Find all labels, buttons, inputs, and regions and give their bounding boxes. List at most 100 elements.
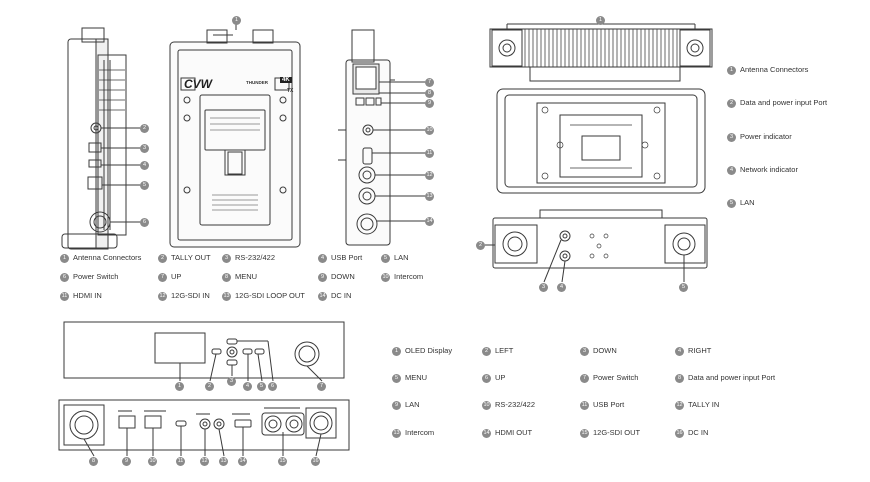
callout-number-badge: 2 xyxy=(140,123,149,133)
callout-number-badge: 9 xyxy=(318,272,327,282)
callout-number-badge: 3 xyxy=(539,282,548,292)
badge-4k: 4K xyxy=(280,77,292,83)
box-rear-view xyxy=(58,399,350,457)
callout-number-badge: 4 xyxy=(243,381,252,391)
callout-tx-left: 5 xyxy=(140,180,153,190)
callout-tx-left: 3 xyxy=(140,143,153,153)
callout-number-badge: 8 xyxy=(222,272,231,282)
callout-number-badge: 8 xyxy=(425,88,434,98)
legend-label: DC IN xyxy=(331,291,352,301)
rx-legend-item: 4 Network indicator xyxy=(727,165,798,175)
legend-label: TALLY OUT xyxy=(171,253,211,263)
legend-label: Data and power input Port xyxy=(740,98,828,108)
callout-number-badge: 11 xyxy=(60,291,69,301)
callout-number-badge: 1 xyxy=(175,381,184,391)
callout-number-badge: 12 xyxy=(200,456,209,466)
legend-label: HDMI IN xyxy=(73,291,102,301)
legend-label: Antenna Connectors xyxy=(740,65,809,75)
tx-rear-view xyxy=(169,24,301,248)
model-name: THUNDER xyxy=(246,80,268,85)
legend-label: UP xyxy=(495,373,506,383)
callout-number-badge: 11 xyxy=(580,400,589,410)
callout-number-badge: 15 xyxy=(278,456,287,466)
callout-number-badge: 11 xyxy=(425,148,434,158)
legend-label: DC IN xyxy=(688,428,709,438)
callout-number-badge: 9 xyxy=(425,98,434,108)
legend-label: DOWN xyxy=(331,272,355,282)
tx-legend-item: 14 DC IN xyxy=(318,291,351,301)
callout-number-badge: 7 xyxy=(317,381,326,391)
tx-right-side-view xyxy=(338,29,425,246)
callout-box-front: 3 xyxy=(227,376,240,386)
legend-label: Power indicator xyxy=(740,132,792,142)
legend-label: Network indicator xyxy=(740,165,798,175)
legend-label: Antenna Connectors xyxy=(73,253,142,263)
rx-top-view xyxy=(489,23,713,82)
rx-legend-item: 1 Antenna Connectors xyxy=(727,65,808,75)
callout-number-badge: 12 xyxy=(425,170,434,180)
tx-label: TX xyxy=(287,88,294,94)
callout-number-badge: 1 xyxy=(60,253,69,263)
callout-box-front: 1 xyxy=(175,381,188,391)
callout-number-badge: 7 xyxy=(425,77,434,87)
callout-rx-bottom: 3 xyxy=(539,282,552,292)
callout-number-badge: 14 xyxy=(482,428,491,438)
callout-rx-bottom: 5 xyxy=(679,282,692,292)
callout-number-badge: 13 xyxy=(222,291,231,301)
callout-box-rear: 14 xyxy=(238,456,251,466)
rx-mount-view xyxy=(496,88,706,194)
callout-number-badge: 12 xyxy=(158,291,167,301)
callout-number-badge: 5 xyxy=(679,282,688,292)
callout-number-badge: 3 xyxy=(140,143,149,153)
callout-number-badge: 7 xyxy=(580,373,589,383)
callout-number-badge: 1 xyxy=(596,15,605,25)
callout-number-badge: 2 xyxy=(476,240,485,250)
callout-box-rear: 13 xyxy=(219,456,232,466)
legend-label: Data and power input Port xyxy=(688,373,776,383)
callout-number-badge: 5 xyxy=(257,381,266,391)
callout-number-badge: 4 xyxy=(318,253,327,263)
callout-number-badge: 1 xyxy=(727,65,736,75)
callout-box-front: 5 xyxy=(257,381,270,391)
callout-tx-left: 4 xyxy=(140,160,153,170)
legend-label: LAN xyxy=(740,198,755,208)
callout-number-badge: 3 xyxy=(227,376,236,386)
callout-number-badge: 13 xyxy=(219,456,228,466)
callout-number-badge: 3 xyxy=(580,346,589,356)
callout-number-badge: 16 xyxy=(675,428,684,438)
callout-number-badge: 14 xyxy=(425,216,434,226)
legend-label: UP xyxy=(171,272,182,282)
legend-label: Intercom xyxy=(394,272,424,282)
callout-number-badge: 10 xyxy=(482,400,491,410)
callout-number-badge: 12 xyxy=(675,400,684,410)
tx-legend-item: 11 HDMI IN xyxy=(60,291,102,301)
callout-box-rear: 15 xyxy=(278,456,291,466)
callout-number-badge: 8 xyxy=(675,373,684,383)
bottom-legend-item: 8 Data and power input Port xyxy=(675,373,775,383)
brand-logo: CVW xyxy=(184,77,212,91)
callout-number-badge: 4 xyxy=(727,165,736,175)
callout-number-badge: 1 xyxy=(232,15,241,25)
legend-label: LAN xyxy=(405,400,420,410)
callout-box-rear: 16 xyxy=(311,456,324,466)
callout-number-badge: 14 xyxy=(318,291,327,301)
callout-number-badge: 14 xyxy=(238,456,247,466)
legend-label: 12G-SDI IN xyxy=(171,291,210,301)
callout-rx-bottom: 4 xyxy=(557,282,570,292)
callout-tx-left: 6 xyxy=(140,217,153,227)
callout-number-badge: 13 xyxy=(392,428,401,438)
callout-tx-left: 2 xyxy=(140,123,153,133)
callout-number-badge: 4 xyxy=(557,282,566,292)
